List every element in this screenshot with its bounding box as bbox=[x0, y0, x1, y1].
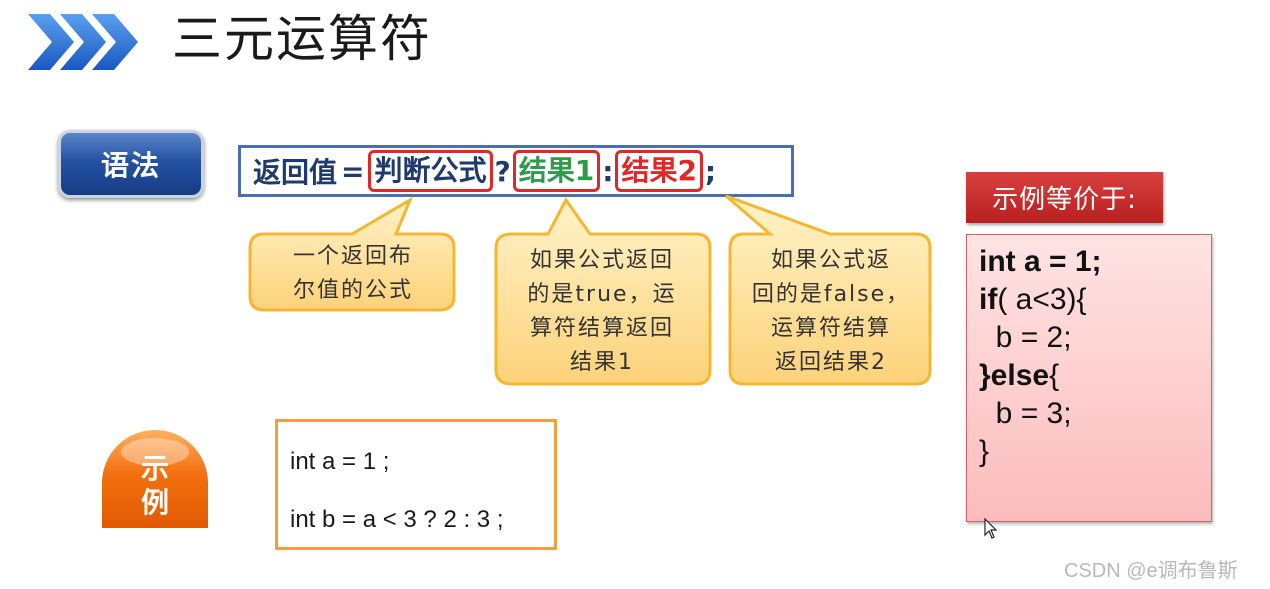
equivalent-code-box: int a = 1; if( a<3){ b = 2; }else{ b = 3… bbox=[966, 234, 1212, 522]
callout-line: 尔值的公式 bbox=[292, 278, 413, 303]
callout-line: 如果公式返 bbox=[770, 248, 891, 273]
equiv-code-line: b = 3; bbox=[979, 395, 1211, 433]
equiv-code-line: if( a<3){ bbox=[979, 281, 1211, 319]
callout-line: 回的是false， bbox=[751, 282, 911, 307]
equiv-keyword: if bbox=[979, 283, 998, 316]
formula-equals: = bbox=[341, 154, 365, 188]
equiv-rest: { bbox=[1049, 359, 1060, 392]
callout-line: 运算符结算 bbox=[770, 316, 891, 341]
page-title: 三元运算符 bbox=[172, 10, 432, 68]
callout-text-1: 一个返回布 尔值的公式 bbox=[258, 240, 448, 308]
formula-semicolon: ; bbox=[704, 154, 717, 188]
equiv-code-line: } bbox=[979, 433, 1211, 471]
callout-line: 如果公式返回 bbox=[529, 248, 674, 273]
formula-return-value: 返回值 bbox=[253, 156, 338, 189]
callout-bubble-1 bbox=[248, 196, 456, 312]
formula-colon: : bbox=[602, 154, 614, 188]
formula-result2: 结果2 bbox=[615, 150, 703, 192]
callout-text-3: 如果公式返 回的是false， 运算符结算 返回结果2 bbox=[736, 244, 926, 380]
callout-bubble-2 bbox=[494, 197, 712, 386]
equiv-rest: b = 3; bbox=[979, 397, 1072, 430]
mouse-cursor-icon bbox=[984, 518, 998, 539]
example-code-line: int a = 1 ; bbox=[290, 448, 390, 475]
formula-result1: 结果1 bbox=[512, 150, 601, 192]
example-label-line1: 示 bbox=[140, 452, 169, 485]
equiv-code-line: }else{ bbox=[979, 357, 1211, 395]
equiv-rest: } bbox=[979, 435, 990, 468]
example-label-line2: 例 bbox=[140, 486, 169, 519]
chevron-right-icon bbox=[28, 14, 138, 70]
syntax-formula: 返回值 = 判断公式 ? 结果1 : 结果2 ; bbox=[238, 145, 794, 197]
example-label: 示 例 bbox=[102, 452, 208, 520]
callout-line: 算符结算返回 bbox=[529, 316, 674, 341]
equiv-code-line: int a = 1; bbox=[979, 243, 1211, 281]
equivalent-label: 示例等价于: bbox=[966, 172, 1163, 223]
syntax-button[interactable]: 语法 bbox=[58, 130, 204, 198]
watermark: CSDN @e调布鲁斯 bbox=[1064, 560, 1238, 582]
formula-condition: 判断公式 bbox=[368, 150, 493, 192]
callout-line: 结果1 bbox=[570, 350, 634, 375]
callout-line: 返回结果2 bbox=[775, 350, 887, 375]
equiv-rest: ( a<3){ bbox=[997, 283, 1087, 316]
formula-question: ? bbox=[494, 154, 511, 188]
equiv-keyword: int a = 1; bbox=[979, 245, 1102, 278]
example-badge bbox=[102, 430, 208, 528]
equiv-rest: b = 2; bbox=[979, 321, 1072, 354]
equiv-keyword: }else bbox=[979, 359, 1050, 392]
equiv-code-line: b = 2; bbox=[979, 319, 1211, 357]
callout-text-2: 如果公式返回 的是true，运 算符结算返回 结果1 bbox=[502, 244, 702, 380]
callout-line: 的是true，运 bbox=[527, 282, 677, 307]
example-code-box: int a = 1 ; int b = a < 3 ? 2 : 3 ; bbox=[275, 419, 557, 550]
callout-bubble-3 bbox=[725, 194, 932, 386]
example-code-line: int b = a < 3 ? 2 : 3 ; bbox=[290, 506, 504, 533]
callout-line: 一个返回布 bbox=[292, 244, 413, 269]
